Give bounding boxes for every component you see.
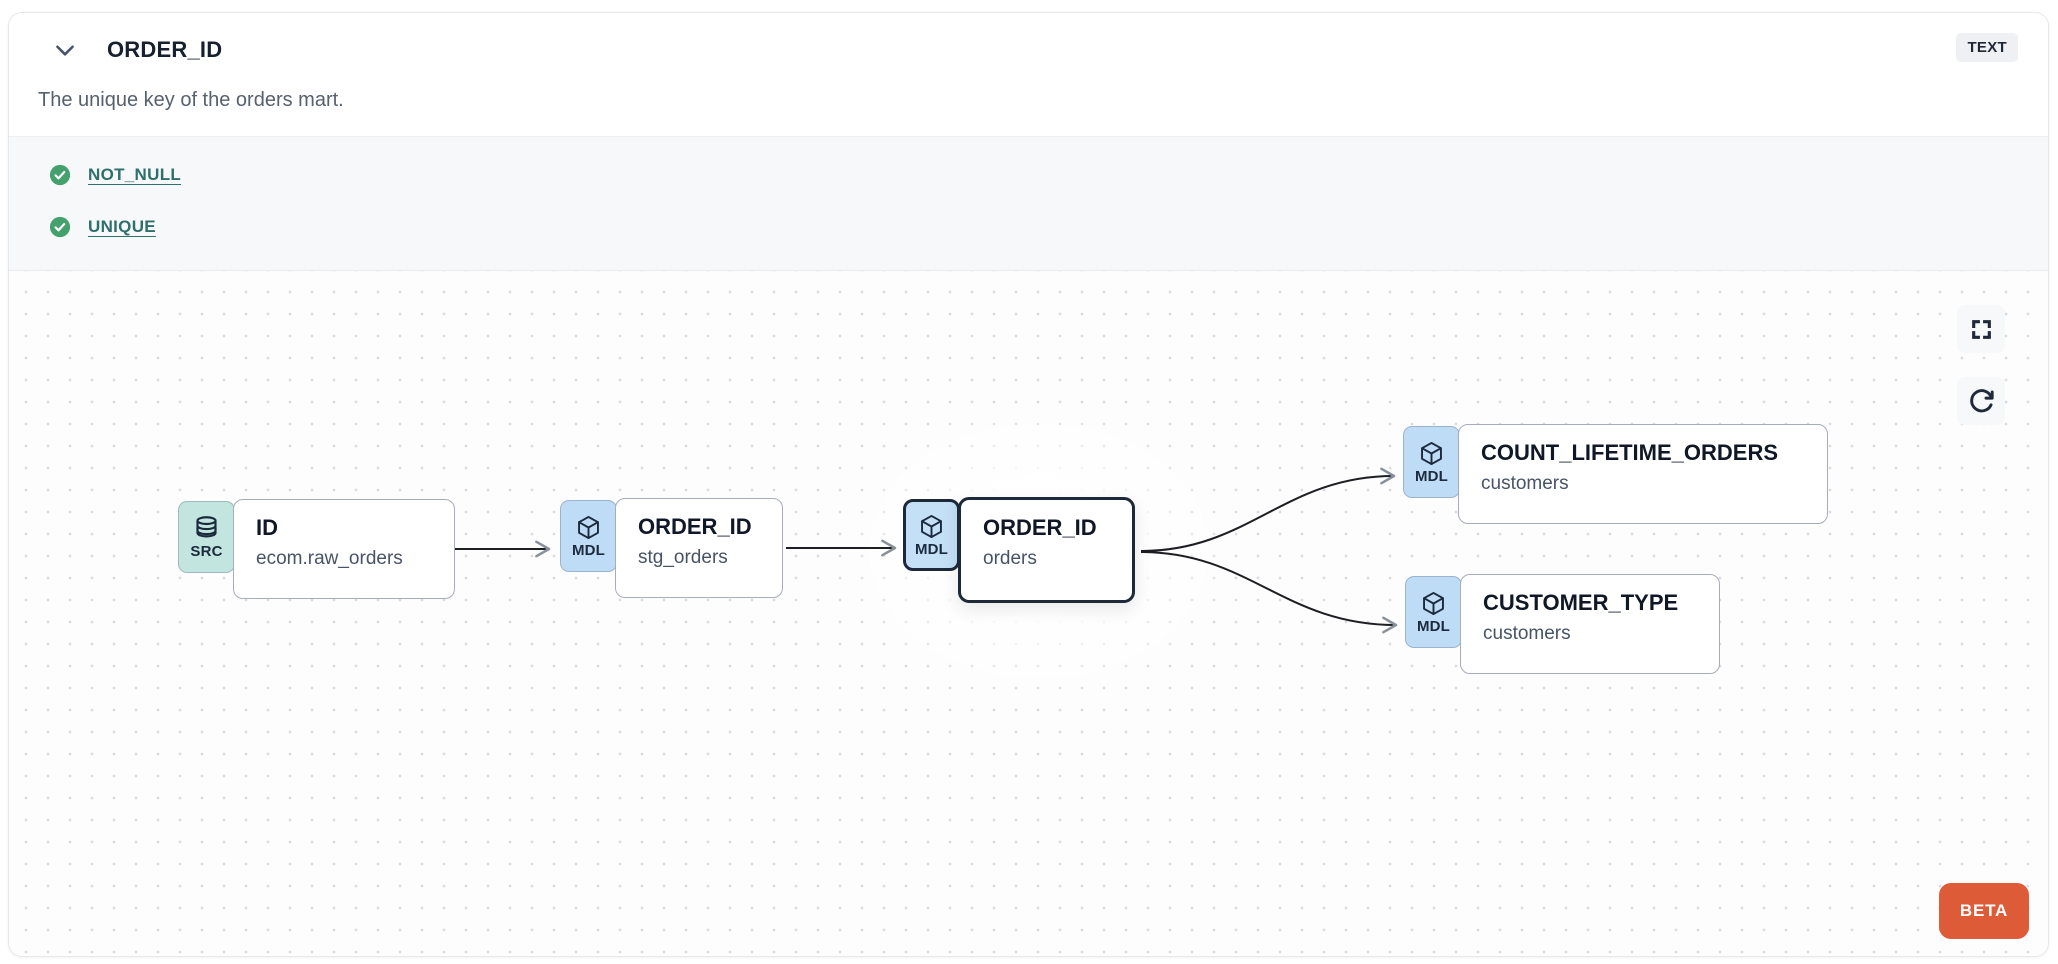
- check-circle-icon: [49, 164, 71, 186]
- database-icon: [196, 515, 217, 537]
- edge: [1140, 551, 1398, 634]
- badge-label: MDL: [1414, 467, 1449, 485]
- fullscreen-icon: [1971, 319, 1991, 339]
- node-card: ID ecom.raw_orders: [233, 499, 455, 599]
- test-row: UNIQUE: [49, 216, 156, 238]
- source-badge: SRC: [178, 501, 235, 573]
- refresh-button[interactable]: [1957, 377, 2005, 425]
- data-type-badge: TEXT: [1956, 33, 2018, 62]
- node-model-name: customers: [1481, 473, 1569, 494]
- edge: [1140, 467, 1396, 552]
- cube-icon: [1423, 591, 1444, 615]
- model-badge: MDL: [1403, 426, 1460, 498]
- model-badge: MDL: [903, 499, 960, 571]
- column-name-title: ORDER_ID: [107, 37, 223, 62]
- lineage-canvas[interactable]: SRC ID ecom.raw_orders MDL ORDER_ID stg_…: [9, 271, 2048, 956]
- tests-section: NOT_NULL UNIQUE: [9, 136, 2048, 271]
- cube-icon: [578, 515, 599, 539]
- collapse-chevron-button[interactable]: [51, 37, 79, 65]
- node-column-name: ORDER_ID: [638, 514, 752, 539]
- badge-label: MDL: [571, 541, 606, 559]
- cube-icon: [1421, 441, 1442, 465]
- node-column-name: ORDER_ID: [983, 515, 1097, 540]
- node-column-name: CUSTOMER_TYPE: [1483, 590, 1679, 615]
- node-column-name: COUNT_LIFETIME_ORDERS: [1481, 440, 1779, 465]
- node-card: CUSTOMER_TYPE customers: [1460, 574, 1720, 674]
- node-model-name: orders: [983, 548, 1037, 569]
- node-card: COUNT_LIFETIME_ORDERS customers: [1458, 424, 1828, 524]
- column-header: ORDER_ID TEXT The unique key of the orde…: [9, 13, 2048, 136]
- model-badge: MDL: [560, 500, 617, 572]
- model-badge: MDL: [1405, 576, 1462, 648]
- lineage-edges: [455, 467, 1398, 634]
- beta-badge: BETA: [1939, 883, 2029, 939]
- test-link-unique[interactable]: UNIQUE: [88, 217, 156, 236]
- node-model-name: ecom.raw_orders: [256, 548, 403, 569]
- node-card: ORDER_ID stg_orders: [615, 498, 783, 598]
- badge-label: MDL: [1416, 617, 1451, 635]
- refresh-icon: [1969, 388, 1994, 412]
- node-card: ORDER_ID orders: [958, 497, 1135, 603]
- node-column-name: ID: [256, 515, 278, 540]
- column-details-panel: ORDER_ID TEXT The unique key of the orde…: [8, 12, 2049, 957]
- test-link-not-null[interactable]: NOT_NULL: [88, 165, 182, 184]
- chevron-down-icon: [56, 45, 74, 56]
- badge-label: MDL: [914, 540, 949, 558]
- badge-label: SRC: [190, 542, 223, 560]
- column-description: The unique key of the orders mart.: [38, 89, 344, 111]
- test-row: NOT_NULL: [49, 164, 181, 186]
- cube-icon: [921, 514, 942, 538]
- fullscreen-button[interactable]: [1957, 305, 2005, 353]
- check-circle-icon: [49, 216, 71, 238]
- node-model-name: customers: [1483, 623, 1571, 644]
- node-model-name: stg_orders: [638, 547, 728, 568]
